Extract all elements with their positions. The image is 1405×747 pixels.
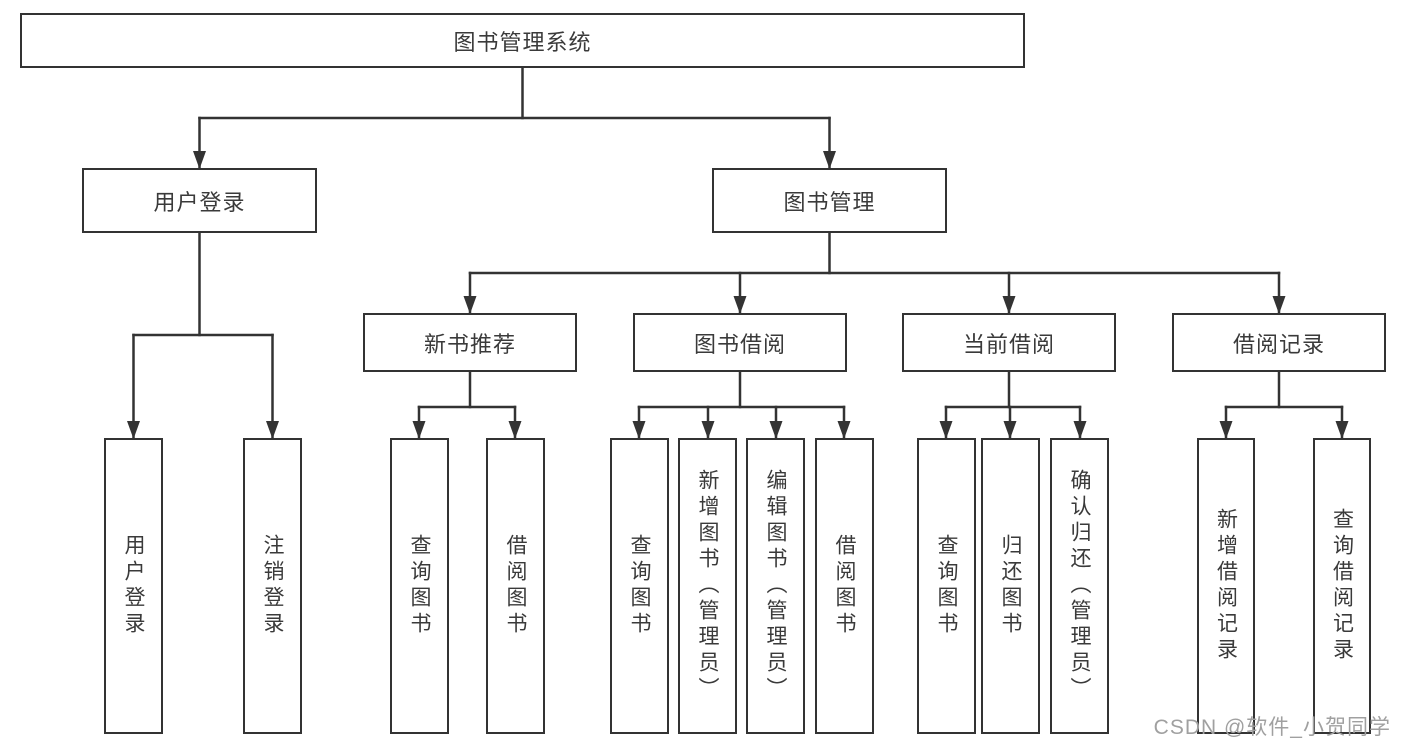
node-label: 查询图书 xyxy=(935,534,958,638)
node-label: 当前借阅 xyxy=(962,331,1055,357)
node-borrow-records: 借阅记录 xyxy=(1172,313,1386,372)
node-label: 查询图书 xyxy=(408,534,431,638)
node-book-mgmt: 图书管理 xyxy=(712,168,947,233)
node-root-system: 图书管理系统 xyxy=(20,13,1025,68)
connectors-new-books xyxy=(412,370,522,440)
leaf-current-query: 查询图书 xyxy=(917,438,976,734)
connectors-book-mgmt xyxy=(463,231,1286,315)
node-label: 图书管理 xyxy=(783,189,876,215)
leaf-logout: 注销登录 xyxy=(243,438,302,734)
node-label: 确认归还（管理员） xyxy=(1068,469,1091,703)
node-current-borrow: 当前借阅 xyxy=(902,313,1116,372)
connectors-current xyxy=(939,370,1087,440)
leaf-newbook-query: 查询图书 xyxy=(390,438,449,734)
node-label: 图书管理系统 xyxy=(453,29,592,55)
leaf-borrow-query: 查询图书 xyxy=(610,438,669,734)
connectors-user-login xyxy=(127,231,279,440)
leaf-current-return: 归还图书 xyxy=(981,438,1040,734)
connectors-borrow xyxy=(632,370,851,440)
connectors-root xyxy=(193,66,836,170)
node-label: 借阅图书 xyxy=(833,534,856,638)
leaf-user-login: 用户登录 xyxy=(104,438,163,734)
node-user-login: 用户登录 xyxy=(82,168,317,233)
node-label: 用户登录 xyxy=(153,189,246,215)
node-label: 借阅记录 xyxy=(1232,331,1325,357)
node-label: 编辑图书（管理员） xyxy=(764,469,787,703)
leaf-record-add: 新增借阅记录 xyxy=(1197,438,1255,734)
leaf-borrow-edit-admin: 编辑图书（管理员） xyxy=(746,438,805,734)
leaf-borrow-book: 借阅图书 xyxy=(815,438,874,734)
node-label: 用户登录 xyxy=(122,534,145,638)
leaf-record-query: 查询借阅记录 xyxy=(1313,438,1371,734)
node-label: 新增借阅记录 xyxy=(1214,508,1238,664)
leaf-newbook-borrow: 借阅图书 xyxy=(486,438,545,734)
node-label: 归还图书 xyxy=(999,534,1022,638)
csdn-watermark: CSDN @软件_小贺同学 xyxy=(1153,716,1391,739)
node-book-borrow: 图书借阅 xyxy=(633,313,847,372)
leaf-current-confirm-admin: 确认归还（管理员） xyxy=(1050,438,1109,734)
connectors-records xyxy=(1219,370,1349,440)
node-label: 查询借阅记录 xyxy=(1330,508,1354,664)
node-new-books: 新书推荐 xyxy=(363,313,577,372)
node-label: 查询图书 xyxy=(628,534,651,638)
leaf-borrow-add-admin: 新增图书（管理员） xyxy=(678,438,737,734)
node-label: 图书借阅 xyxy=(693,331,786,357)
node-label: 新书推荐 xyxy=(423,331,516,357)
node-label: 注销登录 xyxy=(261,534,284,638)
node-label: 借阅图书 xyxy=(504,534,527,638)
node-label: 新增图书（管理员） xyxy=(696,469,719,703)
